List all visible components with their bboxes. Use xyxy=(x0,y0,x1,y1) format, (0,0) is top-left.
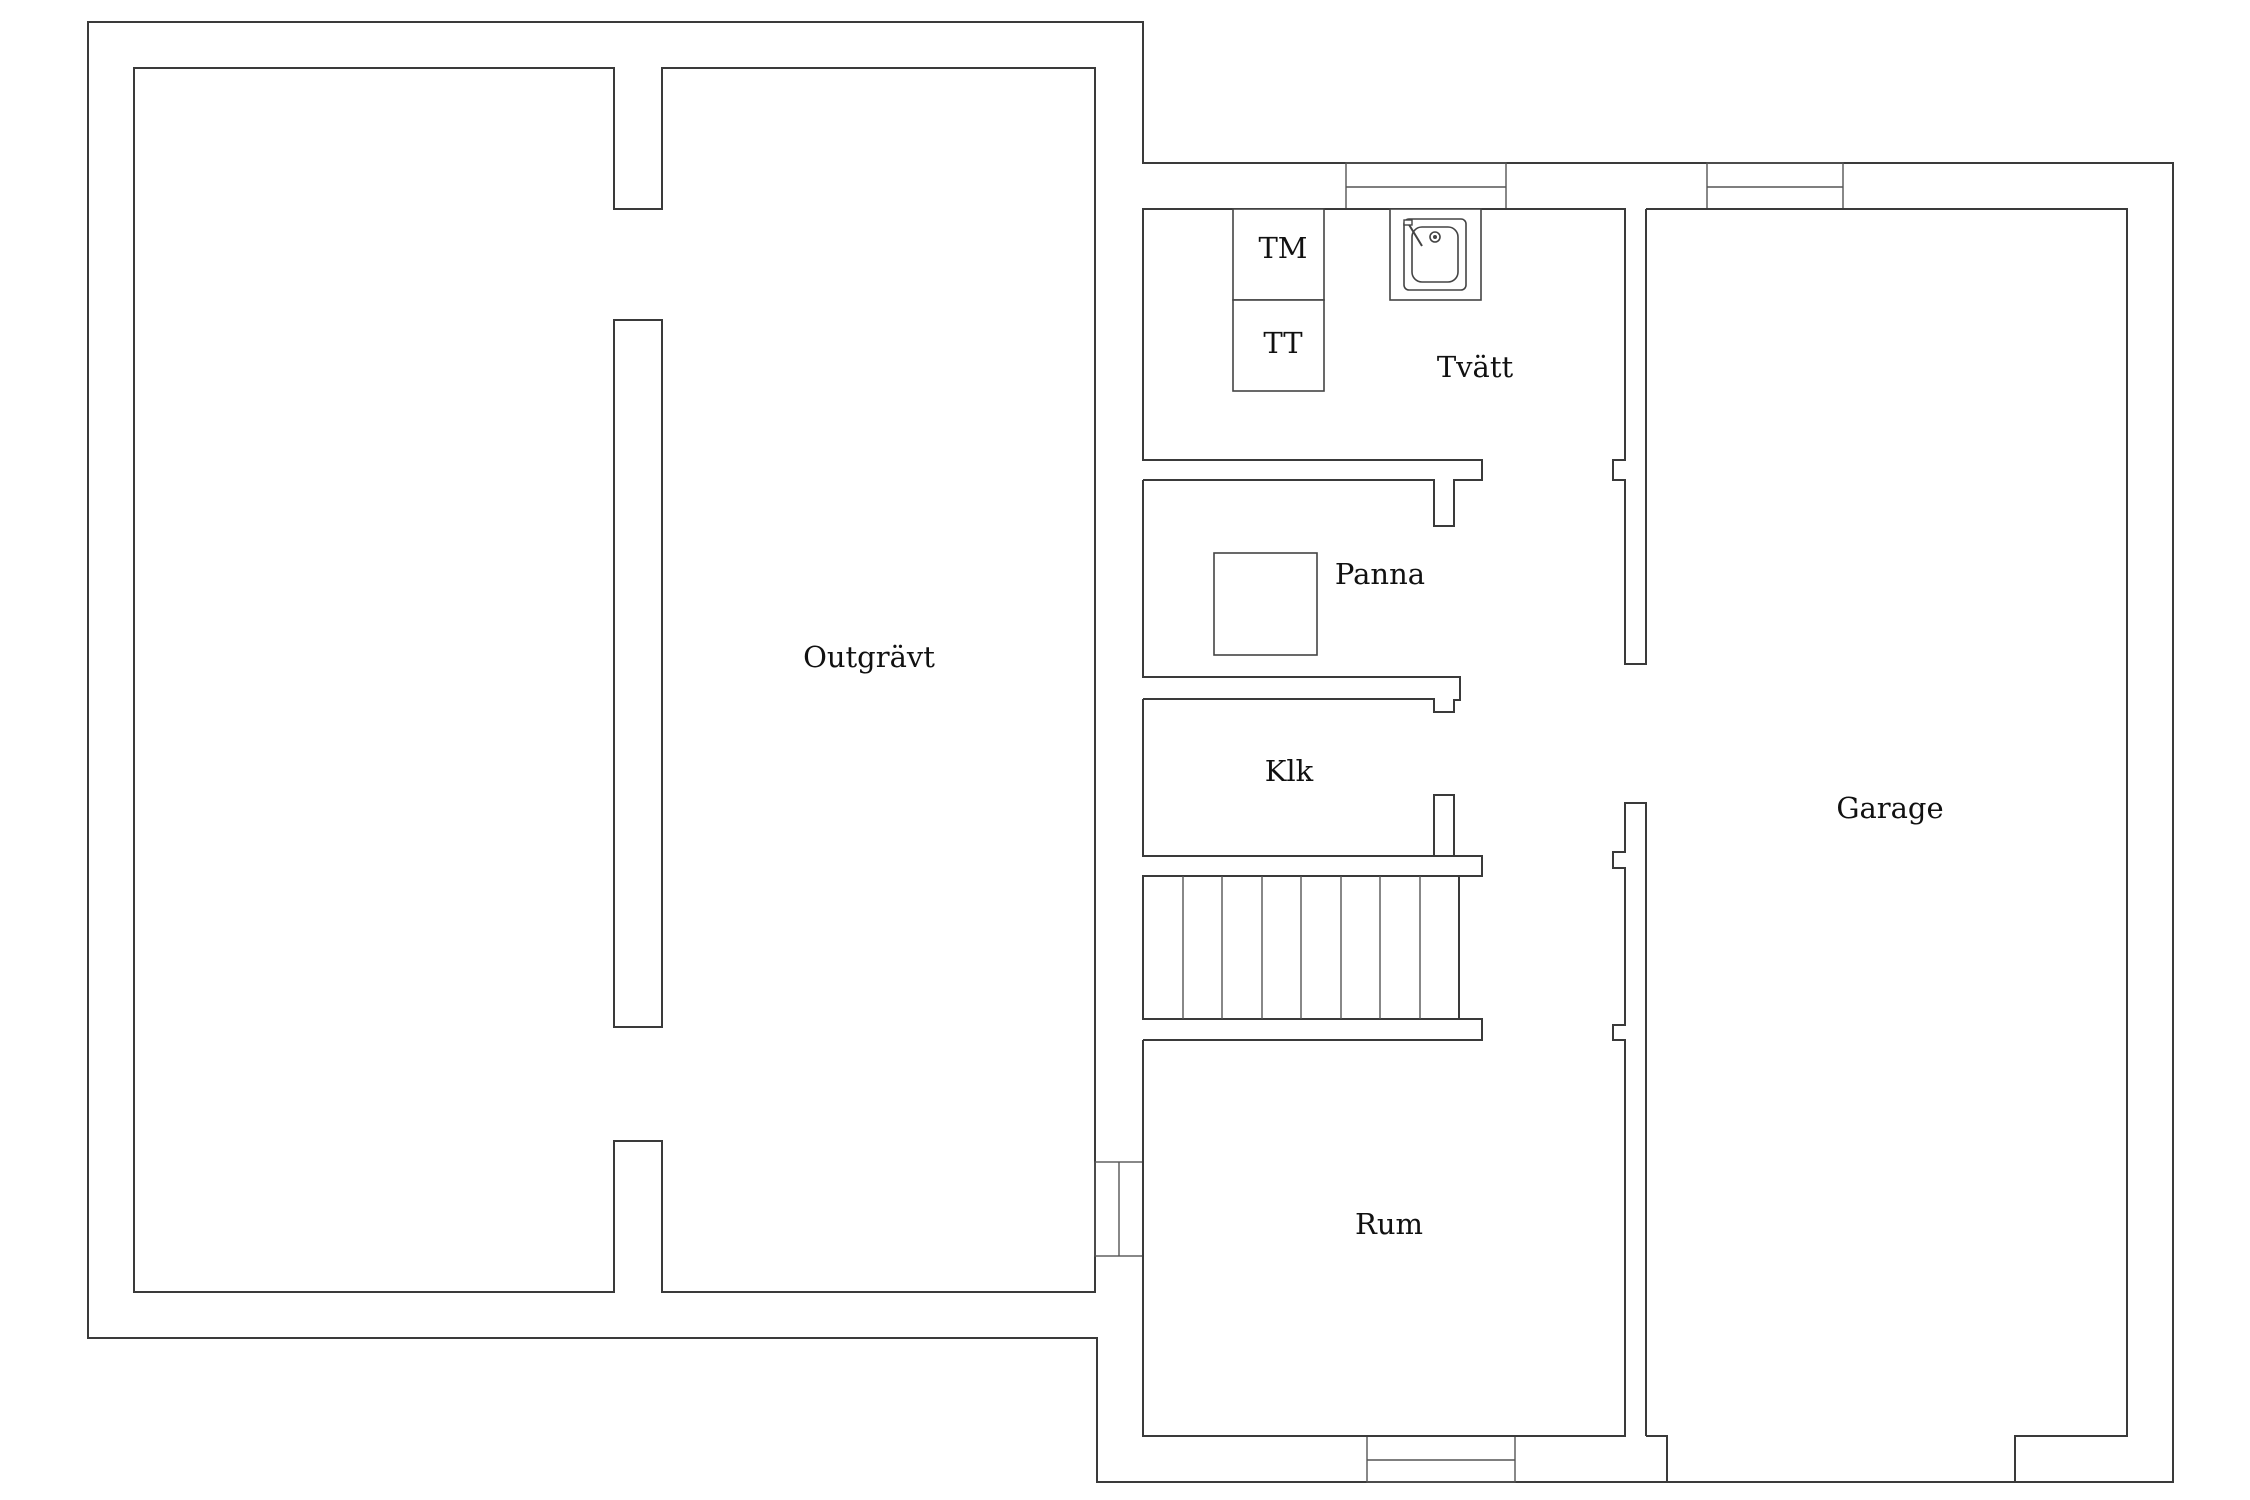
rum-room-wall xyxy=(1142,802,1647,1437)
boiler-box xyxy=(1213,552,1318,656)
label-panna: Panna xyxy=(1335,557,1425,591)
outgravt-center-wall xyxy=(613,319,663,1028)
label-garage: Garage xyxy=(1836,791,1943,825)
klk-door-jamb xyxy=(1433,794,1455,856)
label-outgravt: Outgrävt xyxy=(803,640,935,674)
label-rum: Rum xyxy=(1355,1207,1423,1241)
garage-door-jamb xyxy=(1646,1435,1668,1482)
panna-bottom-wall xyxy=(1142,480,1461,713)
panna-top-wall xyxy=(1143,459,1483,527)
label-tt: TT xyxy=(1263,326,1303,360)
outgravt-left-room xyxy=(133,67,1096,1293)
corridor-wall-upper xyxy=(1612,209,1647,665)
label-klk: Klk xyxy=(1265,754,1314,788)
label-tvatt: Tvätt xyxy=(1437,350,1514,384)
sink-icon xyxy=(1389,208,1482,301)
window-garage xyxy=(1706,162,1844,210)
window-tvatt xyxy=(1345,162,1507,210)
tvatt-room-wall xyxy=(1142,208,1626,478)
stair-bottom-wall xyxy=(1143,1018,1483,1041)
washer-box xyxy=(1232,208,1325,301)
garage-wall xyxy=(1646,208,2128,1482)
dryer-box xyxy=(1232,299,1325,392)
outer-wall xyxy=(87,21,2174,1483)
window-rum xyxy=(1366,1435,1516,1483)
label-tm: TM xyxy=(1258,231,1307,265)
